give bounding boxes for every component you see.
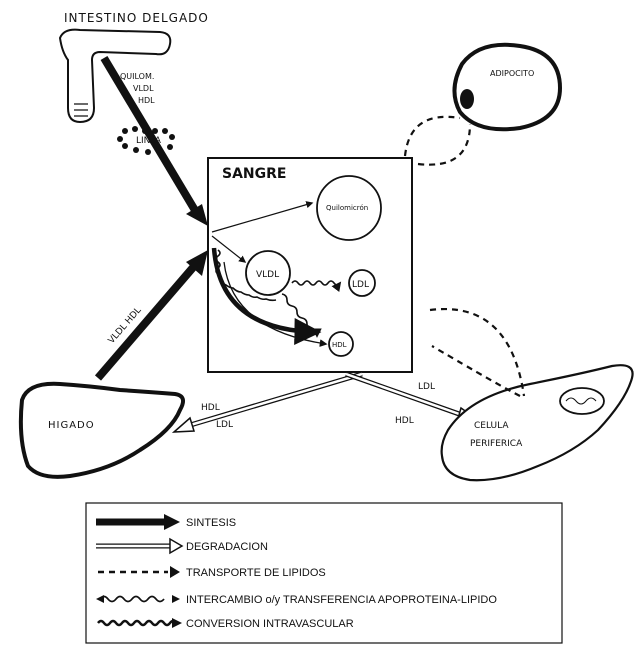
vldl-label: VLDL <box>256 270 279 280</box>
synthesis-arrow-liver <box>98 264 196 378</box>
transport-blood-to-cell <box>430 309 524 396</box>
transport-cell-to-blood <box>432 346 520 396</box>
sangre-box <box>208 158 412 372</box>
cell-ldl-label: LDL <box>418 382 435 392</box>
cell-hdl-label: HDL <box>395 416 414 426</box>
adipocyte-nucleus <box>460 89 474 109</box>
legend-label-sintesis: SINTESIS <box>186 517 236 529</box>
transport-adipocyte-to-blood <box>405 117 460 156</box>
sangre-title: SANGRE <box>222 166 286 182</box>
hdl-label: HDL <box>332 341 347 349</box>
liver-ldl-label: LDL <box>216 420 233 430</box>
liver-label: HIGADO <box>48 420 95 431</box>
legend-label-conversion: CONVERSION INTRAVASCULAR <box>186 618 354 630</box>
adipocyte-shape <box>454 45 560 129</box>
liver-hdl-label: HDL <box>201 403 220 413</box>
adipocyte-label: ADIPOCITO <box>490 69 534 78</box>
quilomicron-label: Quilomicrón <box>326 204 368 212</box>
legend-label-transporte: TRANSPORTE DE LIPIDOS <box>186 567 326 579</box>
ldl-label: LDL <box>352 280 369 290</box>
intestine-product-quilomicron: QUILOM. <box>120 72 154 81</box>
cell-label-line1: CELULA <box>474 421 509 431</box>
intestine-product-hdl: HDL <box>138 96 155 105</box>
liver-shape <box>21 384 183 477</box>
intestine-label: INTESTINO DELGADO <box>64 11 209 25</box>
intestine-product-vldl: VLDL <box>133 84 154 93</box>
transport-blood-to-adipocyte <box>418 124 470 165</box>
degradation-arrow-to-cell <box>346 374 478 422</box>
cell-label-line2: PERIFERICA <box>470 439 523 449</box>
peripheral-cell-shape <box>442 365 633 480</box>
legend-label-intercambio: INTERCAMBIO o/y TRANSFERENCIA APOPROTEIN… <box>186 594 497 606</box>
synthesis-arrow-intestine <box>104 58 196 212</box>
legend-label-degradacion: DEGRADACION <box>186 541 268 553</box>
